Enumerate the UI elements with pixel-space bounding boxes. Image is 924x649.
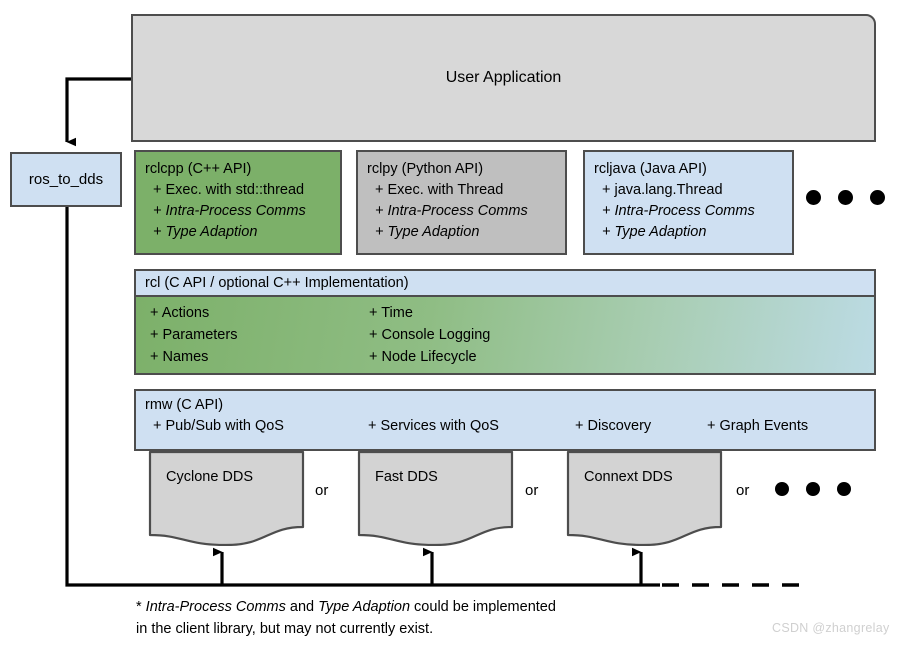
footnote-and: and	[285, 599, 319, 615]
footnote-tail: could be implemented	[410, 599, 556, 615]
rcl-right-column: + Time + Console Logging + Node Lifecycl…	[369, 302, 490, 368]
footnote-asterisk: *	[136, 599, 146, 615]
ellipsis-dot	[806, 190, 821, 205]
ellipsis-dot	[775, 482, 789, 496]
client-library-box-rcljava: rcljava (Java API) + java.lang.Thread + …	[583, 150, 794, 255]
client-library-box-rclcpp: rclcpp (C++ API) + Exec. with std::threa…	[134, 150, 342, 255]
rcl-feature-names: + Names	[150, 349, 209, 365]
rmw-feature-discovery: + Discovery	[575, 418, 652, 434]
rcljava-feature-1: + Intra-Process Comms	[602, 203, 755, 219]
rcl-box: rcl (C API / optional C++ Implementation…	[134, 269, 876, 375]
rcl-header: rcl (C API / optional C++ Implementation…	[136, 271, 874, 297]
rcljava-feature-2: + Type Adaption	[602, 224, 707, 240]
document-shape-icon	[566, 451, 723, 546]
fast-dds-label: Fast DDS	[375, 469, 438, 485]
cyclone-dds-label: Cyclone DDS	[166, 469, 254, 485]
rcl-body: + Actions + Parameters + Names + Time + …	[136, 297, 874, 378]
watermark: CSDN @zhangrelay	[772, 621, 890, 635]
footnote-em-type-adaption: Type Adaption	[318, 599, 411, 615]
rmw-feature-list: + Pub/Sub with QoS + Services with QoS +…	[145, 416, 874, 440]
rclpy-feature-0: + Exec. with Thread	[375, 182, 504, 198]
rclcpp-feature-0: + Exec. with std::thread	[153, 182, 305, 198]
ros-to-dds-label: ros_to_dds	[28, 171, 104, 188]
connext-dds-label: Connext DDS	[584, 469, 673, 485]
rclcpp-feature-1: + Intra-Process Comms	[153, 203, 306, 219]
rmw-box: rmw (C API) + Pub/Sub with QoS + Service…	[134, 389, 876, 451]
rclcpp-title: rclcpp (C++ API)	[145, 161, 252, 177]
rcl-feature-console-logging: + Console Logging	[369, 327, 491, 343]
dds-implementation-fast: Fast DDS	[357, 451, 514, 546]
rmw-feature-graph-events: + Graph Events	[707, 418, 809, 434]
ellipsis-dot	[870, 190, 885, 205]
user-application-label: User Application	[445, 69, 562, 86]
dds-implementation-connext: Connext DDS	[566, 451, 723, 546]
rclpy-title: rclpy (Python API)	[367, 161, 484, 177]
ellipsis-icon-dds-implementations	[775, 482, 851, 496]
ellipsis-dot	[838, 190, 853, 205]
ellipsis-icon-client-libraries	[806, 190, 885, 205]
document-shape-icon	[357, 451, 514, 546]
wire-userapp-to-rostodds	[65, 77, 131, 147]
ellipsis-dot	[806, 482, 820, 496]
rcl-feature-actions: + Actions	[150, 305, 210, 321]
rcl-left-column: + Actions + Parameters + Names	[150, 302, 237, 368]
document-shape-icon	[148, 451, 305, 546]
rcljava-title: rcljava (Java API)	[594, 161, 707, 177]
or-label-0: or	[315, 482, 329, 499]
user-application-box: User Application	[131, 14, 876, 142]
ros-to-dds-box: ros_to_dds	[10, 152, 122, 207]
rcljava-feature-0: + java.lang.Thread	[602, 182, 723, 198]
footnote: * Intra-Process Comms and Type Adaption …	[136, 596, 556, 640]
rcl-feature-node-lifecycle: + Node Lifecycle	[369, 349, 477, 365]
or-label-2: or	[736, 482, 750, 499]
rcl-feature-parameters: + Parameters	[150, 327, 238, 343]
dds-implementation-cyclone: Cyclone DDS	[148, 451, 305, 546]
rmw-title: rmw (C API)	[145, 397, 224, 413]
rcl-title: rcl (C API / optional C++ Implementation…	[145, 275, 409, 291]
rmw-feature-pubsub: + Pub/Sub with QoS	[153, 418, 284, 434]
wire-rostodds-to-bus	[65, 207, 660, 587]
rclpy-feature-2: + Type Adaption	[375, 224, 480, 240]
footnote-em-intra-process: Intra-Process Comms	[145, 599, 286, 615]
rclpy-feature-1: + Intra-Process Comms	[375, 203, 528, 219]
footnote-line-2: in the client library, but may not curre…	[136, 621, 434, 637]
or-label-1: or	[525, 482, 539, 499]
rcl-feature-time: + Time	[369, 305, 413, 321]
client-library-box-rclpy: rclpy (Python API) + Exec. with Thread +…	[356, 150, 567, 255]
rclcpp-feature-2: + Type Adaption	[153, 224, 258, 240]
ellipsis-dot	[837, 482, 851, 496]
rmw-feature-services: + Services with QoS	[368, 418, 499, 434]
footnote-line-1: * Intra-Process Comms and Type Adaption …	[136, 596, 556, 618]
